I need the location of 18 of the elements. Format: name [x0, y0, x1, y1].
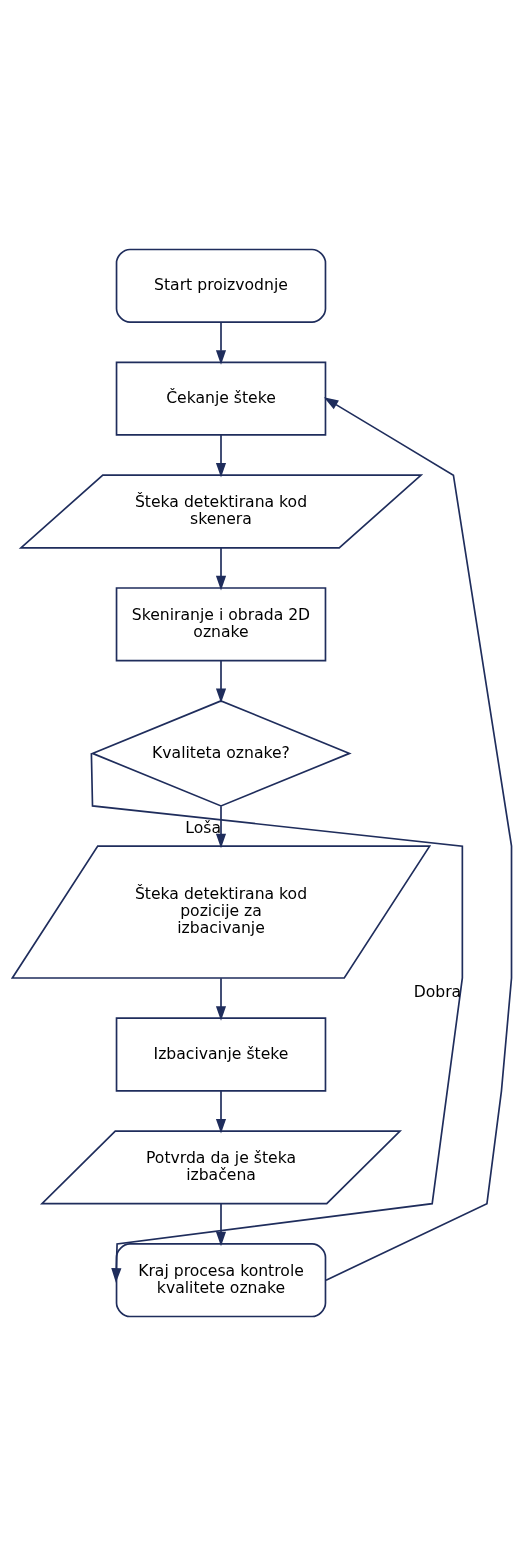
- arrow: [215, 321, 227, 365]
- arrow: [215, 659, 227, 704]
- arrow: [90, 752, 464, 1283]
- arrow: [215, 977, 227, 1021]
- arrow: [215, 1202, 227, 1247]
- arrow: [215, 547, 227, 591]
- node-box: Kraj procesa kontrole kvalitete oznake: [115, 1243, 327, 1318]
- node-box: Start proizvodnje: [115, 248, 327, 323]
- arrow: [323, 397, 513, 1282]
- arrow: [215, 805, 227, 849]
- node-diamond: Kvaliteta oznake?: [90, 699, 352, 807]
- arrow: [215, 1090, 227, 1134]
- edge-label: Dobra: [413, 982, 462, 1002]
- edge-label: Loša: [185, 817, 221, 837]
- node-box: Izbacivanje šteke: [115, 1017, 327, 1092]
- node-box: Skeniranje i obrada 2D oznake: [115, 587, 327, 662]
- arrow: [215, 434, 227, 478]
- node-box: Čekanje šteke: [115, 361, 327, 436]
